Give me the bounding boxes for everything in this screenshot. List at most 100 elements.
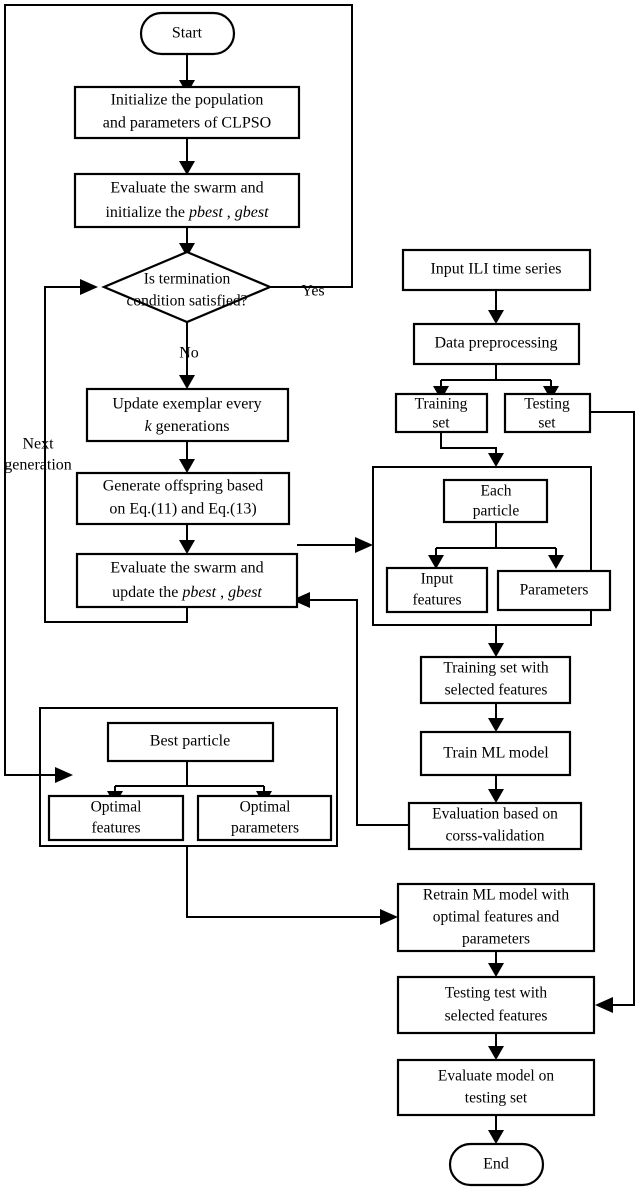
- node-evaluate-initialize-line1: Evaluate the swarm and: [110, 180, 263, 197]
- connector-preprocessing-split: [440, 364, 552, 388]
- edge-label-no: No: [179, 345, 199, 362]
- connector-each-particle-split: [435, 522, 557, 557]
- node-each-particle[interactable]: [442, 478, 549, 524]
- node-end[interactable]: [448, 1142, 545, 1187]
- node-training-set-selected[interactable]: [419, 655, 572, 705]
- arrowhead-retrain-to-testing-selected: [488, 963, 504, 977]
- arrowhead-evaluate-to-decision: [179, 243, 195, 257]
- node-update-exemplar-line2: k generations: [145, 418, 230, 435]
- arrowhead-train-to-cv: [488, 789, 504, 803]
- node-termination-decision[interactable]: [101, 250, 273, 324]
- node-optimal-parameters-line2: parameters: [231, 820, 299, 837]
- node-evaluation-cv-line2: corss-validation: [445, 828, 544, 845]
- node-start-label: Start: [172, 25, 203, 42]
- arrowhead-init-to-evaluate: [179, 161, 195, 175]
- node-retrain-ml-model-line2: optimal features and: [433, 909, 560, 926]
- node-generate-offspring-line1: Generate offspring based: [103, 478, 264, 495]
- node-start[interactable]: [139, 11, 236, 56]
- arrowhead-yes-to-best-particle: [55, 767, 73, 783]
- node-each-particle-line2: particle: [473, 503, 520, 520]
- node-parameters-label: Parameters: [520, 582, 589, 599]
- arrowhead-testing-set-to-testing-selected: [595, 997, 613, 1013]
- node-evaluate-model-testing[interactable]: [396, 1058, 596, 1117]
- arrowhead-no-to-update-exemplar: [179, 375, 195, 389]
- arrowhead-each-to-parameters: [548, 555, 564, 569]
- edge-label-next-generation-line1: Next: [22, 436, 54, 453]
- node-evaluate-update-line1: Evaluate the swarm and: [110, 560, 263, 577]
- connector-best-particle-to-retrain: [186, 846, 380, 918]
- node-input-ili-label: Input ILI time series: [430, 261, 561, 278]
- node-termination-line2: condition satisfied?: [127, 293, 248, 310]
- node-initialize-population[interactable]: [73, 85, 301, 140]
- node-evaluate-update[interactable]: [75, 552, 299, 609]
- node-initialize-population-line1: Initialize the population: [111, 92, 264, 109]
- node-testing-test-selected[interactable]: [396, 975, 596, 1035]
- node-optimal-parameters-line1: Optimal: [240, 799, 291, 816]
- node-testing-test-selected-line1: Testing test with: [445, 985, 547, 1002]
- arrowhead-cv-to-evaluate-update: [292, 592, 310, 608]
- node-evaluate-model-testing-line1: Evaluate model on: [438, 1068, 554, 1085]
- node-parameters[interactable]: [496, 569, 612, 612]
- arrowhead-evaluate-to-end: [488, 1130, 504, 1144]
- node-evaluate-model-testing-line2: testing set: [465, 1090, 528, 1107]
- node-optimal-parameters[interactable]: [196, 794, 333, 842]
- node-training-set-selected-line1: Training set with: [443, 660, 549, 677]
- arrowhead-best-particle-to-retrain: [380, 909, 398, 925]
- node-testing-set[interactable]: [503, 392, 592, 434]
- each-particle-group: [372, 466, 592, 626]
- node-input-features-line2: features: [412, 592, 461, 609]
- node-testing-set-line1: Testing: [524, 396, 570, 413]
- arrowhead-each-to-input-features: [428, 555, 444, 569]
- node-training-set-line2: set: [432, 415, 450, 432]
- node-evaluate-update-line2: update the pbest , gbest: [112, 584, 262, 601]
- node-end-label: End: [483, 1156, 509, 1173]
- node-train-ml-model-label: Train ML model: [443, 745, 549, 762]
- node-best-particle-label: Best particle: [150, 733, 230, 750]
- node-training-set-selected-line2: selected features: [445, 682, 548, 699]
- node-generate-offspring-line2: on Eq.(11) and Eq.(13): [109, 501, 256, 518]
- arrowhead-testing-selected-to-evaluate: [488, 1046, 504, 1060]
- arrowhead-training-selected-to-train: [488, 718, 504, 732]
- edge-label-yes: Yes: [301, 283, 324, 300]
- node-retrain-ml-model-line1: Retrain ML model with: [423, 887, 569, 904]
- arrowhead-training-to-each-particle: [488, 453, 504, 467]
- node-evaluation-cv-line1: Evaluation based on: [432, 806, 558, 823]
- node-input-features[interactable]: [385, 566, 489, 614]
- connector-next-generation: [44, 286, 188, 623]
- node-input-features-line1: Input: [421, 571, 454, 588]
- node-optimal-features-line2: features: [91, 820, 140, 837]
- arrowhead-update-to-generate: [179, 459, 195, 473]
- arrowhead-generate-to-evaluate-update: [179, 540, 195, 554]
- node-initialize-population-line2: and parameters of CLPSO: [103, 115, 271, 132]
- node-generate-offspring[interactable]: [75, 471, 291, 526]
- connector-yes-loop: [4, 4, 353, 776]
- node-input-ili[interactable]: [401, 248, 592, 292]
- node-best-particle[interactable]: [106, 721, 275, 763]
- connector-training-to-each-particle: [440, 432, 497, 455]
- node-optimal-features[interactable]: [47, 794, 185, 842]
- edge-label-next-generation-line2: generation: [4, 457, 72, 474]
- node-testing-set-line2: set: [538, 415, 556, 432]
- node-update-exemplar[interactable]: [85, 387, 290, 443]
- node-data-preprocessing[interactable]: [412, 322, 581, 366]
- node-evaluate-initialize-line2: initialize the pbest , gbest: [105, 204, 269, 221]
- node-evaluate-initialize[interactable]: [73, 172, 301, 229]
- node-retrain-ml-model-line3: parameters: [462, 931, 530, 948]
- node-termination-line1: Is termination: [144, 271, 231, 288]
- connector-cv-to-evaluate-update: [310, 599, 409, 826]
- arrowhead-ili-to-preprocessing: [488, 310, 504, 324]
- node-train-ml-model[interactable]: [419, 730, 572, 777]
- node-update-exemplar-line1: Update exemplar every: [112, 396, 261, 413]
- node-each-particle-line1: Each: [481, 483, 512, 500]
- node-retrain-ml-model[interactable]: [396, 882, 596, 953]
- connector-testing-set-to-testing-selected: [590, 411, 635, 1006]
- node-training-set[interactable]: [394, 392, 489, 434]
- connector-best-particle-split: [114, 761, 265, 793]
- node-evaluation-cv[interactable]: [407, 801, 583, 851]
- arrowhead-next-generation-to-decision: [80, 279, 98, 295]
- arrowhead-group-to-training-selected: [488, 643, 504, 657]
- node-training-set-line1: Training: [415, 396, 468, 413]
- node-testing-test-selected-line2: selected features: [445, 1008, 548, 1025]
